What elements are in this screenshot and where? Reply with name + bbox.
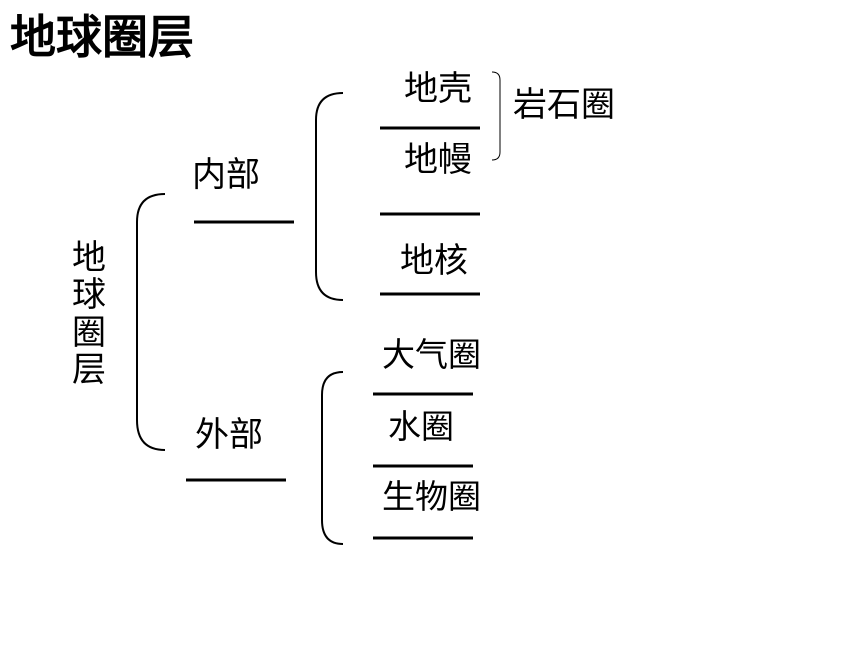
page-title: 地球圈层: [10, 10, 194, 64]
root-brace: [136, 193, 166, 451]
layer-crust: 地壳: [404, 69, 472, 109]
lithosphere-label: 岩石圈: [513, 85, 615, 125]
root-char-1: 地: [72, 238, 106, 278]
root-char-2: 球: [72, 275, 106, 316]
outer-brace: [321, 371, 344, 545]
layer-hydrosphere: 水圈: [388, 407, 454, 446]
layer-atmosphere: 大气圈: [382, 335, 481, 374]
inner-label: 内部: [192, 155, 260, 195]
root-label: 地 球 圈 层: [72, 238, 112, 391]
root-char-4: 层: [72, 350, 106, 391]
layer-core: 地核: [400, 241, 468, 281]
layer-biosphere: 生物圈: [382, 477, 481, 516]
layer-mantle: 地幔: [404, 140, 472, 180]
lithosphere-brace: [491, 71, 501, 161]
root-char-3: 圈: [72, 312, 106, 353]
outer-label: 外部: [195, 415, 263, 455]
inner-brace: [315, 92, 344, 301]
